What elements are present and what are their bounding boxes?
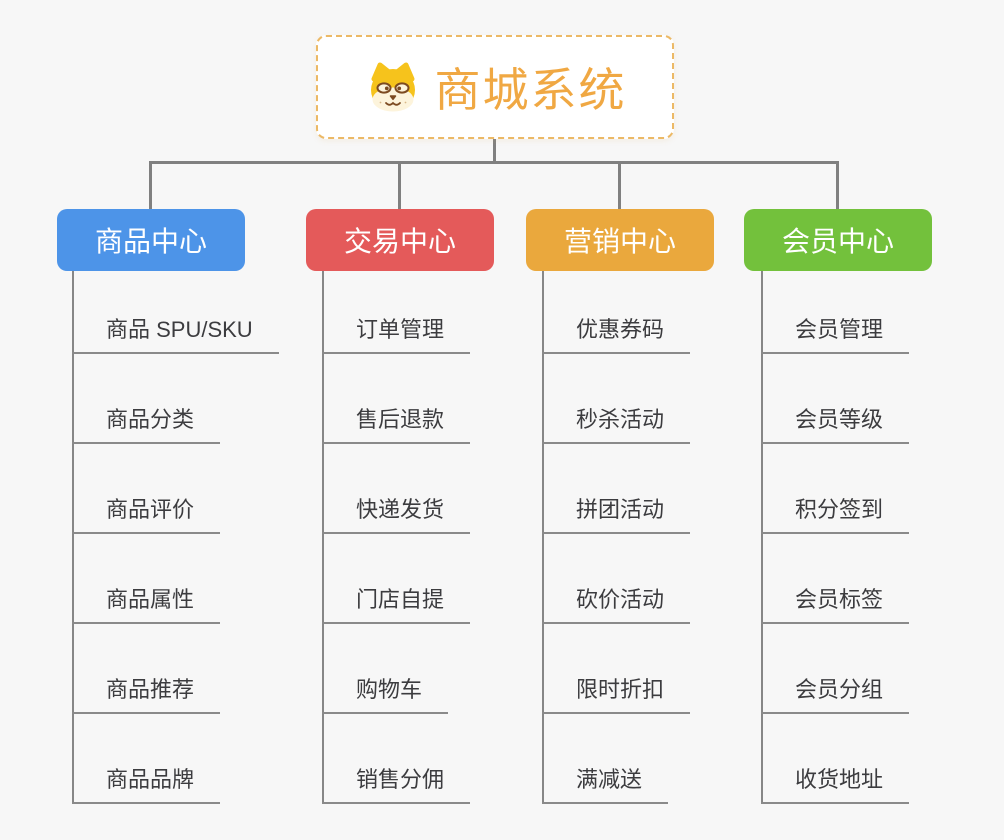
leaf-item[interactable]: 购物车 — [322, 675, 449, 714]
leaf-item[interactable]: 商品分类 — [72, 405, 221, 444]
connector-drop-trade — [398, 163, 401, 209]
leaf-item[interactable]: 商品 SPU/SKU — [72, 315, 279, 354]
leaf-item[interactable]: 优惠券码 — [542, 315, 691, 354]
leaf-item[interactable]: 满减送 — [542, 765, 669, 804]
branch-node-marketing-center[interactable]: 营销中心 — [526, 209, 714, 271]
root-title: 商城系统 — [434, 64, 627, 116]
branch-node-product-center[interactable]: 商品中心 — [57, 209, 245, 271]
leaf-item[interactable]: 秒杀活动 — [542, 405, 691, 444]
leaf-item[interactable]: 快递发货 — [322, 495, 471, 534]
connector-drop-marketing — [618, 163, 621, 209]
connector-column-marketing — [542, 271, 544, 804]
connector-column-product — [72, 271, 74, 804]
leaf-item[interactable]: 积分签到 — [761, 495, 910, 534]
root-node[interactable]: 商城系统 — [316, 35, 674, 139]
leaf-item[interactable]: 会员等级 — [761, 405, 910, 444]
connector-root-trunk — [493, 139, 496, 163]
connector-horizontal — [149, 161, 839, 164]
branch-label: 营销中心 — [563, 226, 676, 257]
leaf-item[interactable]: 商品属性 — [72, 585, 221, 624]
leaf-item[interactable]: 会员分组 — [761, 675, 910, 714]
leaf-item[interactable]: 砍价活动 — [542, 585, 691, 624]
branch-label: 商品中心 — [94, 226, 207, 257]
connector-column-member — [761, 271, 763, 804]
leaf-item[interactable]: 商品品牌 — [72, 765, 221, 804]
branch-label: 会员中心 — [781, 226, 894, 257]
leaf-item[interactable]: 会员标签 — [761, 585, 910, 624]
leaf-item[interactable]: 订单管理 — [322, 315, 471, 354]
branch-label: 交易中心 — [343, 226, 456, 257]
leaf-item[interactable]: 限时折扣 — [542, 675, 691, 714]
connector-drop-product — [149, 163, 152, 209]
leaf-item[interactable]: 销售分佣 — [322, 765, 471, 804]
leaf-item[interactable]: 门店自提 — [322, 585, 471, 624]
dog-icon — [364, 61, 422, 113]
branch-node-trade-center[interactable]: 交易中心 — [306, 209, 494, 271]
leaf-item[interactable]: 收货地址 — [761, 765, 910, 804]
leaf-item[interactable]: 售后退款 — [322, 405, 471, 444]
leaf-item[interactable]: 拼团活动 — [542, 495, 691, 534]
leaf-item[interactable]: 商品推荐 — [72, 675, 221, 714]
leaf-item[interactable]: 商品评价 — [72, 495, 221, 534]
leaf-item[interactable]: 会员管理 — [761, 315, 910, 354]
branch-node-member-center[interactable]: 会员中心 — [744, 209, 932, 271]
connector-drop-member — [836, 163, 839, 209]
connector-column-trade — [322, 271, 324, 804]
